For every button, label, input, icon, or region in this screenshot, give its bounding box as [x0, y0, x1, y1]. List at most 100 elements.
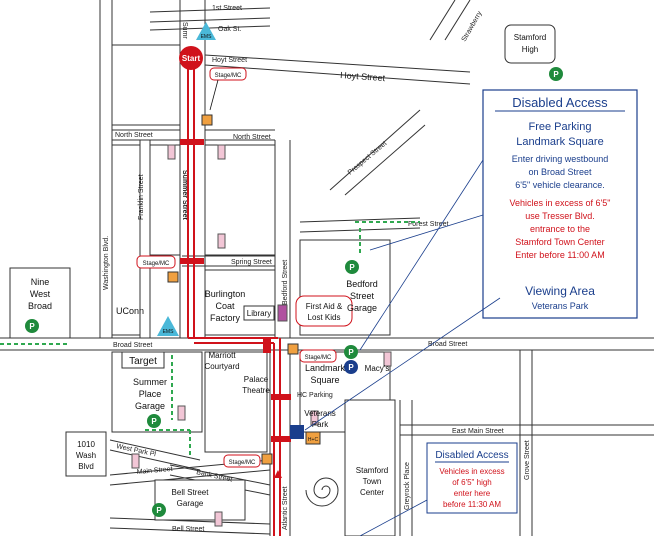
disabled-access-info-box-2: Disabled Access Vehicles in excess of 6'…	[426, 442, 518, 514]
svg-text:West: West	[30, 289, 51, 299]
label-spring-street: Spring Street	[231, 259, 272, 266]
label-north-street-w: North Street	[115, 132, 153, 139]
svg-text:Stage/MC: Stage/MC	[305, 355, 332, 361]
info-box-title: Disabled Access	[512, 95, 608, 110]
svg-text:H+C: H+C	[308, 437, 319, 443]
svg-text:Palace: Palace	[244, 375, 269, 384]
svg-text:Burlington: Burlington	[205, 289, 246, 299]
svg-text:Courtyard: Courtyard	[204, 362, 239, 371]
label-hoyt-street-east: Hoyt Street	[340, 70, 386, 83]
label-hc-parking: HC Parking	[297, 392, 333, 399]
svg-text:Stamford Town Center: Stamford Town Center	[515, 237, 604, 247]
race-route	[180, 55, 291, 536]
svg-text:Garage: Garage	[347, 303, 377, 313]
svg-text:Stage/MC: Stage/MC	[229, 460, 256, 466]
svg-text:Blvd: Blvd	[78, 462, 94, 471]
svg-text:entrance to the: entrance to the	[530, 224, 590, 234]
svg-text:Target: Target	[129, 356, 157, 367]
svg-text:Enter driving westbound: Enter driving westbound	[512, 154, 609, 164]
stage-marker-2[interactable]: Stage/MC	[136, 255, 179, 283]
pointer-line-2	[369, 214, 484, 251]
stage-marker-4[interactable]: Stage/MC	[223, 453, 273, 468]
label-washington-blvd: Washington Blvd.	[103, 236, 110, 290]
svg-text:UConn: UConn	[116, 306, 144, 316]
label-bedford-street: Bedford Street	[282, 260, 289, 305]
svg-text:P: P	[348, 348, 354, 357]
stage-marker-3[interactable]: Stage/MC	[287, 343, 337, 363]
label-forest-street: Forest Street	[408, 221, 449, 228]
label-summer-street: Summer Street	[181, 170, 188, 220]
svg-text:use Tresser Blvd.: use Tresser Blvd.	[525, 211, 595, 221]
svg-text:Park: Park	[312, 420, 329, 429]
svg-text:EMS: EMS	[201, 34, 213, 40]
svg-text:P: P	[151, 417, 157, 426]
svg-text:Theatre: Theatre	[242, 386, 270, 395]
svg-text:Place: Place	[139, 389, 162, 399]
parking-markers[interactable]: P P P P P P P	[25, 67, 563, 517]
svg-text:Garage: Garage	[177, 499, 204, 508]
label-1st-street: 1st Street	[212, 5, 242, 12]
veterans-park-square	[290, 425, 304, 439]
svg-text:Square: Square	[310, 375, 339, 385]
svg-text:Nine: Nine	[31, 277, 50, 287]
svg-text:Veterans Park: Veterans Park	[532, 301, 589, 311]
svg-text:Veterans: Veterans	[304, 409, 336, 418]
label-oak-street: Oak St.	[218, 26, 241, 33]
building-labels: Stamford High Nine West Broad UConn Burl…	[28, 33, 546, 508]
svg-text:P: P	[348, 363, 354, 372]
svg-text:Landmark Square: Landmark Square	[516, 136, 603, 148]
svg-text:Factory: Factory	[210, 313, 241, 323]
svg-text:of 6'5" high: of 6'5" high	[452, 478, 492, 487]
svg-text:Vehicles in excess: Vehicles in excess	[439, 467, 504, 476]
label-strawberry: Strawberry	[461, 10, 484, 43]
label-atlantic-street: Atlantic Street	[282, 486, 289, 530]
svg-text:Stamford: Stamford	[514, 33, 546, 42]
label-broad-street-w: Broad Street	[113, 342, 152, 349]
svg-text:Enter before 11:00 AM: Enter before 11:00 AM	[515, 250, 604, 260]
disabled-access-info-box: Disabled Access Free Parking Landmark Sq…	[482, 89, 638, 319]
svg-text:P: P	[349, 263, 355, 272]
label-prospect-street: Prospect Street	[347, 140, 388, 176]
pink-markers	[131, 144, 392, 527]
svg-text:1010: 1010	[77, 440, 95, 449]
first-aid-marker[interactable]: First Aid & Lost Kids	[295, 295, 353, 327]
svg-text:High: High	[522, 45, 538, 54]
pointer-line-3	[304, 297, 501, 431]
label-broad-street-e: Broad Street	[428, 341, 467, 348]
svg-text:Stamford: Stamford	[356, 466, 388, 475]
svg-text:Broad: Broad	[28, 301, 52, 311]
ems-marker-top[interactable]: EMS	[196, 22, 216, 40]
svg-text:P: P	[29, 322, 35, 331]
svg-text:Library: Library	[247, 309, 271, 318]
svg-text:Macy's: Macy's	[365, 364, 390, 373]
ems-marker-bottom[interactable]: EMS	[157, 316, 179, 336]
label-main-street: Main Street	[137, 466, 173, 476]
svg-text:P: P	[553, 70, 559, 79]
label-grove-street: Grove Street	[524, 440, 531, 480]
svg-text:Free Parking: Free Parking	[529, 121, 592, 133]
svg-text:P: P	[156, 506, 162, 515]
spiral-icon	[305, 477, 339, 507]
svg-text:Lost Kids: Lost Kids	[308, 313, 341, 322]
hc-marker: H+C	[305, 431, 321, 445]
svg-text:6'5" vehicle clearance.: 6'5" vehicle clearance.	[515, 180, 604, 190]
svg-text:Landmark: Landmark	[305, 363, 346, 373]
svg-text:Disabled Access: Disabled Access	[435, 450, 508, 461]
green-arrow-paths	[0, 221, 420, 455]
label-hoyt-street: Hoyt Street	[212, 57, 247, 64]
svg-text:Street: Street	[350, 291, 375, 301]
svg-text:Marriott: Marriott	[208, 351, 236, 360]
label-east-main-street: East Main Street	[452, 428, 504, 435]
label-franklin-street: Franklin Street	[138, 174, 145, 220]
svg-text:Center: Center	[360, 488, 384, 497]
svg-text:Town: Town	[363, 477, 382, 486]
start-marker[interactable]: Start	[179, 46, 203, 70]
label-bell-street: Bell Street	[172, 526, 204, 533]
stage-marker-1[interactable]: Stage/MC	[201, 67, 247, 126]
svg-text:Stage/MC: Stage/MC	[143, 261, 170, 267]
svg-text:Garage: Garage	[135, 401, 165, 411]
svg-text:Bedford: Bedford	[346, 279, 378, 289]
svg-text:enter here: enter here	[454, 489, 491, 498]
